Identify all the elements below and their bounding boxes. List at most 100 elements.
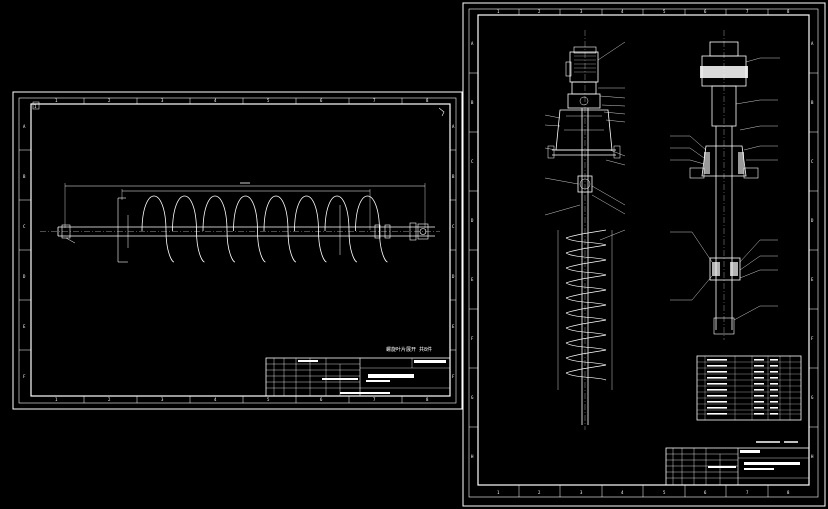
vertical-flight-turn (565, 304, 607, 321)
motor-body (569, 51, 599, 83)
svg-text:7: 7 (746, 490, 749, 495)
svg-text:1: 1 (497, 9, 500, 14)
svg-text:8: 8 (426, 397, 429, 402)
vertical-flight-turn (565, 259, 607, 276)
right-sheet-zone-border (468, 8, 819, 498)
svg-text:2: 2 (108, 98, 111, 103)
parts-list-cell (770, 359, 778, 361)
svg-text:F: F (471, 336, 474, 341)
svg-text:2: 2 (538, 9, 541, 14)
vertical-flight-turn (565, 319, 607, 336)
vertical-flight-turn (565, 349, 607, 366)
parts-list-cell (754, 383, 764, 385)
vertical-flight-turn (565, 364, 607, 381)
parts-list-cell (754, 389, 764, 391)
vertical-screw-assembly[interactable] (547, 30, 621, 430)
parts-list-cell (770, 407, 778, 409)
svg-text:C: C (452, 224, 455, 229)
flight-turn (202, 195, 236, 263)
svg-text:A: A (811, 41, 814, 46)
svg-text:F: F (452, 374, 455, 379)
flight-turn (172, 195, 205, 263)
parts-list-cell (770, 377, 778, 379)
parts-list-cell (707, 359, 727, 361)
svg-text:F: F (811, 336, 814, 341)
parts-list-entries (707, 359, 778, 415)
right-zone-ticks (469, 9, 818, 497)
left-drawing-sheet[interactable]: 1 (12, 91, 463, 410)
vertical-flight-turn (565, 244, 607, 261)
svg-text:C: C (23, 224, 26, 229)
parts-list-cell (707, 407, 727, 409)
right-sheet-outer-border (462, 2, 826, 507)
svg-text:A: A (452, 124, 455, 129)
svg-text:D: D (811, 218, 814, 223)
parts-list-cell (754, 413, 764, 415)
svg-text:B: B (23, 174, 26, 179)
parts-list-cell (754, 407, 764, 409)
svg-text:D: D (452, 274, 455, 279)
svg-text:6: 6 (704, 9, 707, 14)
svg-text:2: 2 (108, 397, 111, 402)
svg-text:A: A (23, 124, 26, 129)
svg-text:B: B (452, 174, 455, 179)
parts-list-cell (770, 413, 778, 415)
svg-text:7: 7 (373, 98, 376, 103)
left-sheet-outer-border (12, 91, 463, 410)
left-zone-labels: 1 2 3 4 5 6 7 8 1 2 3 4 5 6 7 8 A B C D … (23, 98, 455, 402)
left-sheet-note: 螺旋叶片展开 共8件 (386, 346, 432, 353)
svg-text:3: 3 (580, 9, 583, 14)
left-sheet-corner-box (32, 101, 40, 110)
left-title-block[interactable] (265, 357, 451, 397)
svg-text:C: C (811, 159, 814, 164)
parts-list-cell (754, 395, 764, 397)
svg-text:A: A (471, 41, 474, 46)
svg-text:E: E (452, 324, 455, 329)
svg-text:3: 3 (580, 490, 583, 495)
parts-list-cell (770, 365, 778, 367)
flight-turn (263, 195, 297, 263)
section-view[interactable] (689, 30, 759, 340)
svg-text:G: G (471, 395, 474, 400)
vertical-flight-turn (565, 229, 607, 246)
right-title-block[interactable] (665, 447, 810, 486)
left-zone-ticks (19, 98, 456, 403)
parts-list-cell (707, 413, 727, 415)
svg-text:5: 5 (267, 98, 270, 103)
svg-text:4: 4 (621, 9, 624, 14)
svg-text:3: 3 (161, 397, 164, 402)
svg-text:8: 8 (426, 98, 429, 103)
flight-turn (294, 195, 327, 263)
svg-text:4: 4 (621, 490, 624, 495)
flight-turn (324, 195, 358, 263)
svg-text:6: 6 (320, 397, 323, 402)
svg-text:E: E (471, 277, 474, 282)
svg-text:E: E (811, 277, 814, 282)
parts-list-cell (707, 383, 727, 385)
parts-list-cell (770, 389, 778, 391)
svg-text:H: H (471, 454, 474, 459)
svg-text:8: 8 (787, 490, 790, 495)
svg-text:1: 1 (55, 98, 58, 103)
svg-text:4: 4 (214, 98, 217, 103)
svg-text:6: 6 (320, 98, 323, 103)
parts-list-cell (754, 365, 764, 367)
left-view-leaders (544, 41, 626, 241)
left-sheet-zone-border (18, 97, 457, 404)
svg-text:8: 8 (787, 9, 790, 14)
horizontal-screw-shaft[interactable] (40, 182, 440, 263)
parts-list-cell (770, 395, 778, 397)
right-drawing-sheet[interactable]: 1 2 3 4 5 6 7 8 1 2 3 4 5 6 7 8 A B C D … (462, 2, 826, 507)
flight-turn (355, 195, 388, 263)
parts-list-cell (707, 395, 727, 397)
flight-turn (233, 195, 266, 263)
svg-text:H: H (811, 454, 814, 459)
parts-list-cell (707, 371, 727, 373)
svg-text:6: 6 (704, 490, 707, 495)
svg-text:7: 7 (746, 9, 749, 14)
svg-text:2: 2 (538, 490, 541, 495)
svg-text:E: E (23, 324, 26, 329)
vertical-flight-turn (565, 289, 607, 306)
svg-text:1: 1 (497, 490, 500, 495)
